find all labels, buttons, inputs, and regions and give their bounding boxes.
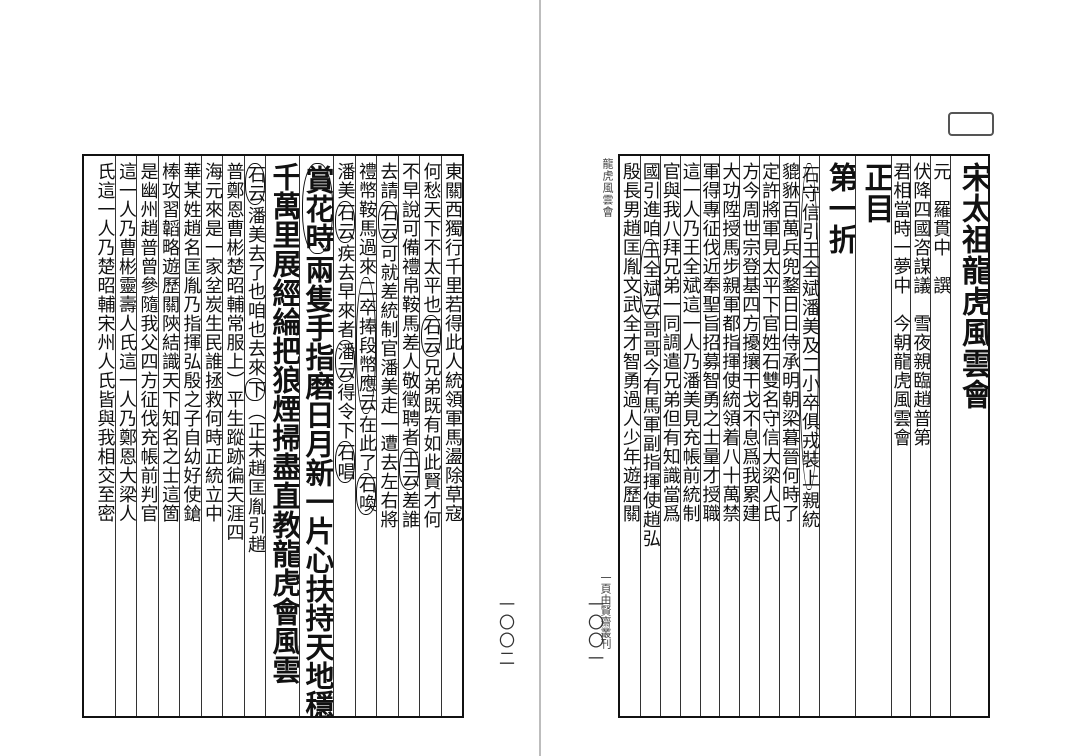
- left-column-text: 是幽州趙普曾參隨我父四方征伐充帳前判官: [137, 162, 158, 523]
- left-column-9: 石云潘美去了也咱也去來下（正末趙匡胤引趙: [243, 156, 265, 716]
- right-column-5: 正目: [854, 156, 891, 716]
- left-column-10: 普鄭恩曹彬楚昭輔常服上）平生蹤跡徧天涯四: [222, 156, 244, 716]
- left-column-text: 千萬里展經綸把狼煙掃盡直教龍虎會風雲: [268, 162, 299, 684]
- right-column-text: 定許將軍見太平下官姓石雙名守信大梁人氏: [759, 162, 780, 523]
- left-column-text: 去請石云可就差統制官潘美走一遭去左右將: [377, 162, 398, 529]
- seal-stamp-top: [948, 112, 994, 136]
- right-column-text: 大功陞授馬步親軍都指揮使統領着八十萬禁: [719, 162, 740, 523]
- left-column-text: 海元來是一家坌炭生民誰拯救何時正統立中: [202, 162, 222, 523]
- right-column-text: 元 羅貫中 譔: [930, 162, 951, 295]
- right-column-12: 軍得專征伐近奉聖旨招募智勇之士量才授職: [699, 156, 720, 716]
- right-column-text: 殷長男趙匡胤文武全才智勇過人少年遊歷關: [620, 162, 640, 523]
- right-column-6: 第一折: [818, 156, 855, 716]
- right-column-16: 殷長男趙匡胤文武全才智勇過人少年遊歷關: [620, 156, 640, 716]
- right-column-1: 宋太祖龍虎風雲會: [950, 156, 988, 716]
- left-column-text: 不早說可備禮帛鞍馬差人敬徵聘者王云差誰: [399, 162, 419, 529]
- right-column-text: 軍得專征伐近奉聖旨招募智勇之士量才授職: [699, 162, 720, 523]
- left-column-16: 氏這一人乃楚昭輔宋州人氏皆與我相交至密: [93, 156, 115, 716]
- left-text-columns: 東關西獨行千里若得此人統領軍馬盪除草寇何愁天下不太平也石云兄弟既有如此賢才何不早…: [84, 156, 462, 716]
- right-column-13: 這一人乃王全斌這一人乃潘美見充帳前統制: [679, 156, 700, 716]
- right-column-text: 國引進咱王全斌云哥哥今有馬軍副指揮使趙弘: [639, 162, 660, 548]
- left-column-text: 潘美石云疾去早來者潘云得令下石唱: [334, 162, 355, 483]
- left-column-4: 去請石云可就差統制官潘美走一遭去左右將: [376, 156, 398, 716]
- left-column-text: 何愁天下不太平也石云兄弟既有如此賢才何: [420, 162, 441, 529]
- left-column-11: 海元來是一家坌炭生民誰拯救何時正統立中: [200, 156, 222, 716]
- right-column-14: 官與我八拜兄弟一同調遣兄弟但有知識當爲: [659, 156, 680, 716]
- left-column-text: 這一人乃曹彬靈壽人氏這一人乃鄭恩大梁人: [116, 162, 136, 523]
- right-column-text: 伏降四國咨謀議 雪夜親臨趙普第: [910, 162, 931, 447]
- right-column-text: 正目: [858, 162, 891, 224]
- right-column-3: 伏降四國咨謀議 雪夜親臨趙普第: [910, 156, 930, 716]
- left-column-text: 普鄭恩曹彬楚昭輔常服上）平生蹤跡徧天涯四: [223, 162, 244, 542]
- left-page: 東關西獨行千里若得此人統領軍馬盪除草寇何愁天下不太平也石云兄弟既有如此賢才何不早…: [82, 154, 464, 718]
- right-column-11: 大功陞授馬步親軍都指揮使統領着八十萬禁: [719, 156, 739, 716]
- left-column-1: 東關西獨行千里若得此人統領軍馬盪除草寇: [440, 156, 462, 716]
- left-column-text: 東關西獨行千里若得此人統領軍馬盪除草寇: [442, 162, 462, 523]
- left-column-6: 潘美石云疾去早來者潘云得令下石唱: [333, 156, 355, 716]
- left-column-2: 何愁天下不太平也石云兄弟既有如此賢才何: [419, 156, 441, 716]
- left-column-text: 氏這一人乃楚昭輔宋州人氏皆與我相交至密: [94, 162, 115, 523]
- right-column-15: 國引進咱王全斌云哥哥今有馬軍副指揮使趙弘: [639, 156, 660, 716]
- left-column-text: 賞花時兩隻手指磨日月新一片心扶持天地穩向: [301, 163, 333, 716]
- folio-right: 一〇〇一: [585, 596, 604, 668]
- left-column-13: 棒攻習韜略遊歷關陝結識天下知名之士這箇: [157, 156, 179, 716]
- right-column-4: 君相當時一夢中 今朝龍虎風雲會: [890, 156, 911, 716]
- right-column-2: 元 羅貫中 譔: [930, 156, 950, 716]
- right-page: 宋太祖龍虎風雲會元 羅貫中 譔伏降四國咨謀議 雪夜親臨趙普第君相當時一夢中 今朝…: [618, 154, 990, 718]
- left-column-text: 石云潘美去了也咱也去來下（正末趙匡胤引趙: [245, 163, 265, 554]
- margin-publisher: 一頁由賢齋叢刊: [599, 572, 612, 649]
- book-spine: [539, 0, 541, 756]
- right-text-columns: 宋太祖龍虎風雲會元 羅貫中 譔伏降四國咨謀議 雪夜親臨趙普第君相當時一夢中 今朝…: [620, 156, 988, 716]
- right-column-text: 方今周世宗登基四方擾攘干戈不息爲我累建: [739, 162, 760, 523]
- left-column-15: 這一人乃曹彬靈壽人氏這一人乃鄭恩大梁人: [114, 156, 136, 716]
- right-column-text: 第一折: [822, 162, 855, 255]
- left-column-7: 賞花時兩隻手指磨日月新一片心扶持天地穩向: [299, 156, 333, 716]
- right-column-text: 石守信引王全斌潘美及二小卒俱戎裝上親統: [799, 163, 819, 529]
- left-column-text: 棒攻習韜略遊歷關陝結識天下知名之士這箇: [159, 162, 179, 523]
- margin-title: 龍虎風雲會: [601, 158, 614, 218]
- right-column-text: 官與我八拜兄弟一同調遣兄弟但有知識當爲: [659, 162, 680, 523]
- left-column-12: 華某姓趙名匡胤乃指揮弘殷之子自幼好使鎗: [179, 156, 201, 716]
- right-column-9: 定許將軍見太平下官姓石雙名守信大梁人氏: [759, 156, 779, 716]
- right-column-text: 這一人乃王全斌這一人乃潘美見充帳前統制: [679, 162, 700, 523]
- left-column-text: 禮幣鞍馬過來二卒捧段幣應云在此了石喚: [356, 162, 376, 515]
- left-column-text: 華某姓趙名匡胤乃指揮弘殷之子自幼好使鎗: [180, 162, 201, 523]
- folio-left: 一〇〇二: [496, 596, 515, 668]
- left-column-14: 是幽州趙普曾參隨我父四方征伐充帳前判官: [136, 156, 158, 716]
- right-column-text: 貔貅百萬兵兜鍪日日侍承明朝梁暮晉何時了: [779, 162, 800, 523]
- right-column-text: 君相當時一夢中 今朝龍虎風雲會: [890, 162, 911, 447]
- right-column-10: 方今周世宗登基四方擾攘干戈不息爲我累建: [739, 156, 759, 716]
- right-column-8: 貔貅百萬兵兜鍪日日侍承明朝梁暮晉何時了: [779, 156, 799, 716]
- right-column-7: 石守信引王全斌潘美及二小卒俱戎裝上親統: [799, 156, 819, 716]
- left-column-5: 禮幣鞍馬過來二卒捧段幣應云在此了石喚: [354, 156, 376, 716]
- left-column-8: 千萬里展經綸把狼煙掃盡直教龍虎會風雲: [265, 156, 299, 716]
- right-column-text: 宋太祖龍虎風雲會: [956, 162, 988, 410]
- left-column-3: 不早說可備禮帛鞍馬差人敬徵聘者王云差誰: [397, 156, 419, 716]
